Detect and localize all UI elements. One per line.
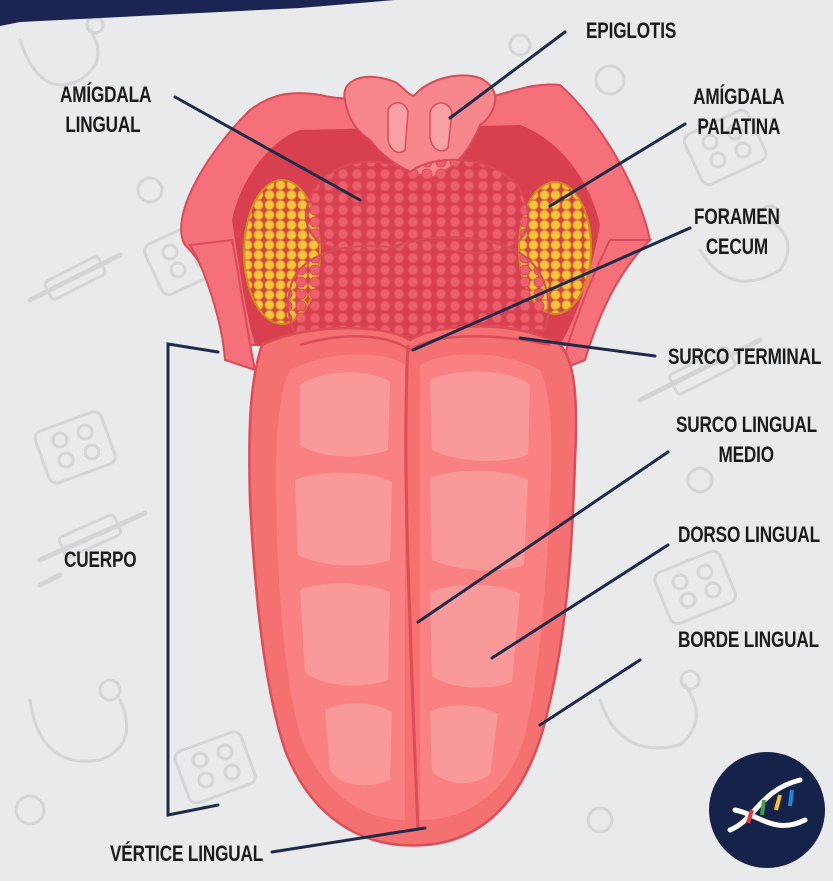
lingual-tonsil-upper <box>306 160 528 253</box>
label-cuerpo: CUERPO <box>64 545 136 575</box>
lingual-tonsil-lower <box>288 237 549 340</box>
dna-helix-icon <box>709 752 825 868</box>
stethoscope-icon <box>20 17 103 85</box>
label-amigdala-palatina: AMÍGDALA PALATINA <box>692 82 786 142</box>
pill-pack-icon <box>173 730 258 806</box>
label-foramen-cecum: FORAMEN CECUM <box>694 202 780 262</box>
pill-pack-icon <box>652 549 738 626</box>
syringe-icon <box>30 255 120 301</box>
label-surco-terminal: SURCO TERMINAL <box>668 342 821 372</box>
label-amigdala-lingual: AMÍGDALA LINGUAL <box>60 80 146 140</box>
label-borde-lingual: BORDE LINGUAL <box>678 625 819 655</box>
label-epiglotis: EPIGLOTIS <box>586 16 676 46</box>
pill-pack-icon <box>33 410 118 486</box>
label-dorso-lingual: DORSO LINGUAL <box>678 520 820 550</box>
stethoscope-icon <box>600 671 699 748</box>
label-surco-lingual-medio: SURCO LINGUAL MEDIO <box>676 410 816 470</box>
cuerpo-bracket <box>168 344 218 815</box>
corner-bar <box>0 0 395 26</box>
stethoscope-icon <box>30 680 127 761</box>
label-vertice-lingual: VÉRTICE LINGUAL <box>110 839 263 869</box>
